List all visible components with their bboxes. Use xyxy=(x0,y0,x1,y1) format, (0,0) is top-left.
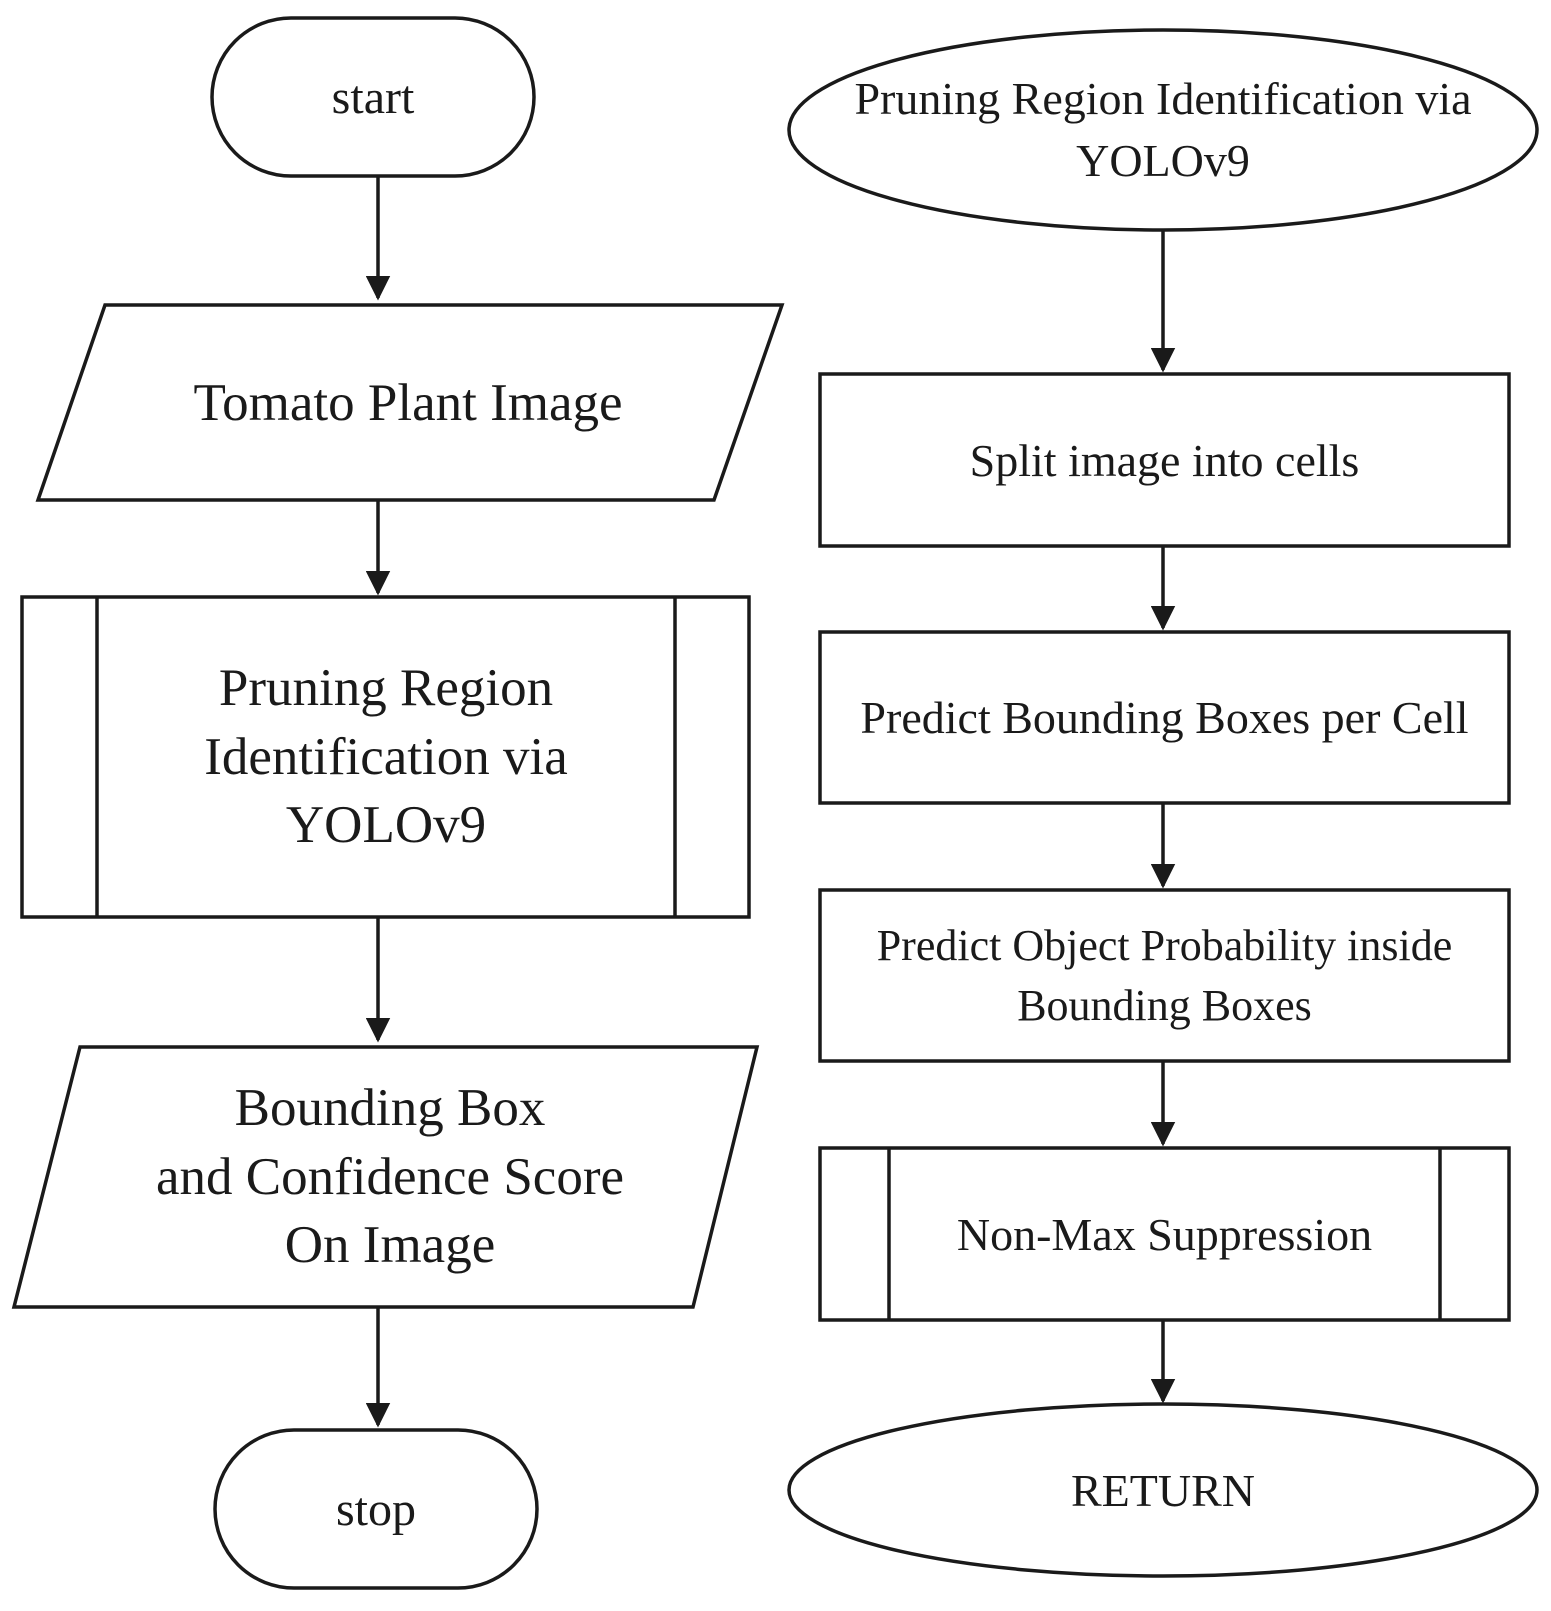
subroutine-entry-label: Pruning Region Identification via YOLOv9 xyxy=(854,72,1472,186)
stop-label: stop xyxy=(335,1482,416,1536)
output-label: Bounding Box and Confidence Score On Ima… xyxy=(156,1078,624,1275)
nms-label: Non-Max Suppression xyxy=(956,1208,1373,1260)
subprocess-box xyxy=(20,595,751,919)
predict-boxes-label: Predict Bounding Boxes per Cell xyxy=(860,692,1469,743)
start-label: start xyxy=(331,70,415,124)
predict-probability-box xyxy=(818,888,1511,1063)
split-image-label: Split image into cells xyxy=(969,434,1360,486)
return-label: RETURN xyxy=(1071,1464,1255,1516)
predict-boxes-box xyxy=(818,630,1511,805)
subprocess-label: Pruning Region Identification via YOLOv9 xyxy=(204,658,568,855)
output-parallelogram xyxy=(11,1045,760,1309)
predict-probability-label: Predict Object Probability inside Boundi… xyxy=(876,921,1453,1030)
split-image-box xyxy=(818,372,1511,548)
stop-terminal xyxy=(213,1428,539,1590)
input-parallelogram xyxy=(35,303,785,502)
start-terminal xyxy=(210,16,536,178)
return-terminal xyxy=(787,1402,1539,1578)
input-image-label: Tomato Plant Image xyxy=(193,373,623,432)
